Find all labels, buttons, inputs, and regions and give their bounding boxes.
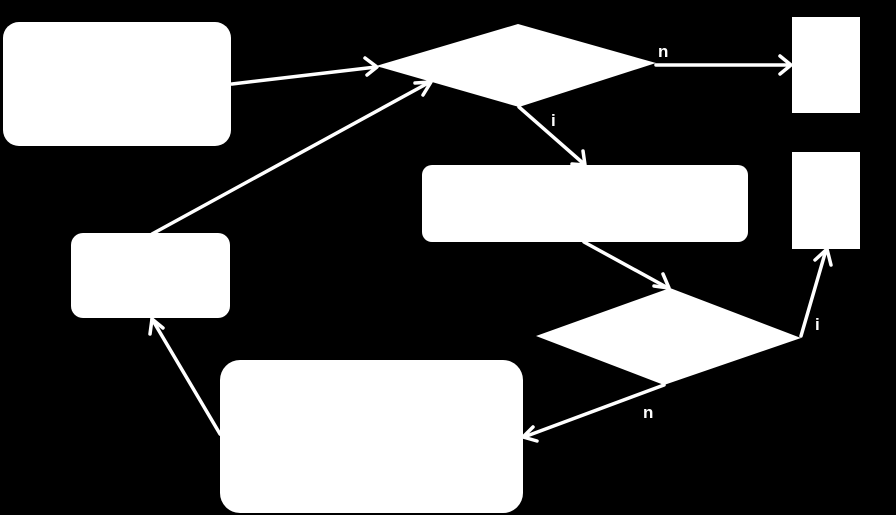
connector-start-to-decision1 bbox=[230, 65, 378, 86]
process-box bbox=[422, 165, 748, 242]
end-box-no bbox=[792, 17, 860, 113]
small-process-box bbox=[71, 233, 230, 318]
decision-diamond-2 bbox=[536, 288, 801, 385]
connector-small-box-to-decision1 bbox=[150, 80, 432, 236]
decision-diamond-1 bbox=[376, 24, 656, 107]
arrowhead-large-process-to-small-box bbox=[148, 317, 165, 336]
arrowhead-process-to-decision2 bbox=[652, 272, 671, 290]
connectors bbox=[150, 63, 828, 439]
connector-decision1-to-process bbox=[517, 105, 586, 166]
connector-large-process-to-small-box bbox=[150, 317, 222, 436]
edge-labels: n i i n bbox=[551, 42, 820, 422]
edge-label-decision1-yes: i bbox=[551, 111, 556, 130]
nodes bbox=[3, 17, 860, 513]
start-box bbox=[3, 22, 231, 146]
edge-label-decision2-no: n bbox=[643, 403, 653, 422]
edge-label-decision1-no: n bbox=[658, 42, 668, 61]
large-process-box bbox=[220, 360, 523, 513]
connector-decision2-to-end-yes bbox=[799, 248, 828, 338]
arrowhead-small-box-to-decision1 bbox=[413, 80, 433, 97]
arrowhead-start-to-decision1 bbox=[363, 56, 379, 77]
connector-process-to-decision2 bbox=[582, 240, 670, 290]
end-box-yes bbox=[792, 152, 860, 249]
connector-decision2-to-large-process bbox=[522, 383, 666, 439]
edge-label-decision2-yes: i bbox=[815, 315, 820, 334]
arrowhead-decision1-to-end-no bbox=[778, 54, 793, 76]
